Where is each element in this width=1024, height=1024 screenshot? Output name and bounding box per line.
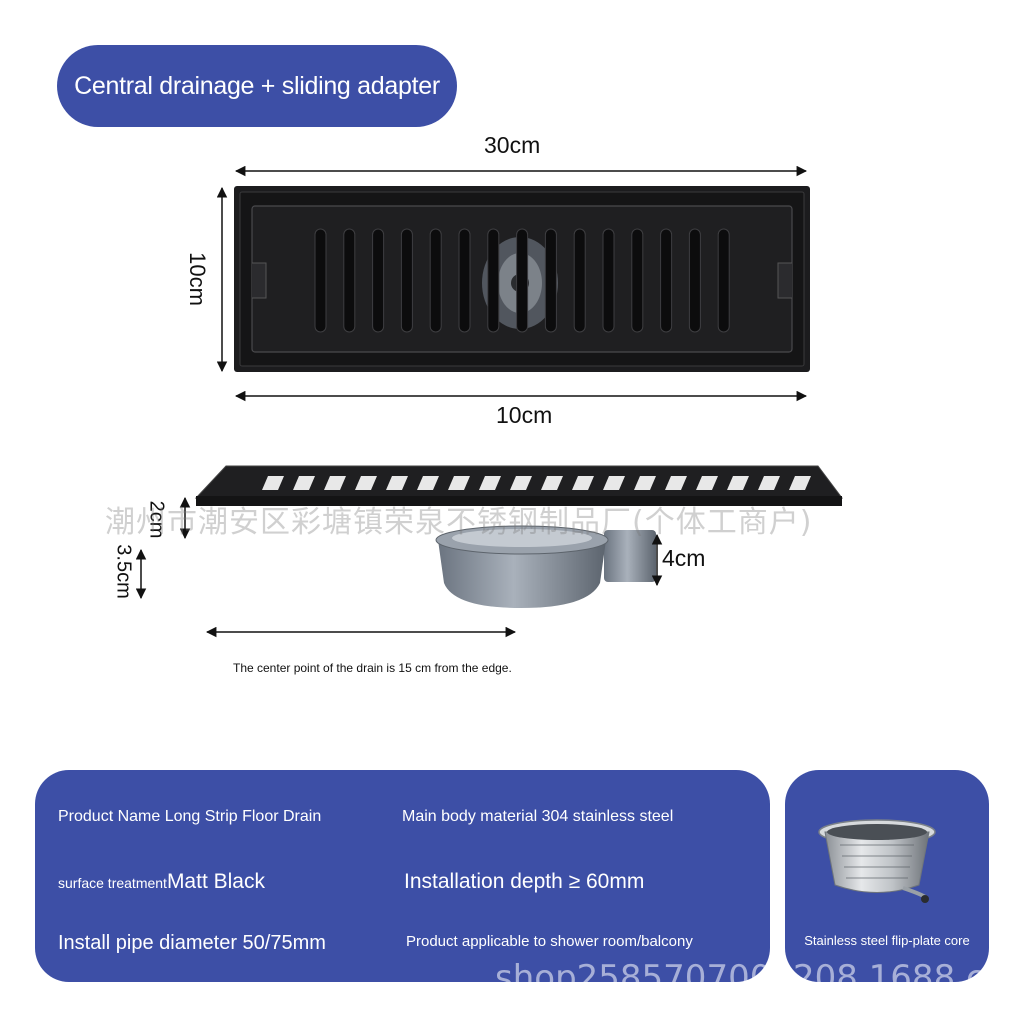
strainer-core-image (818, 819, 936, 903)
side-grate-slot (510, 476, 532, 490)
body-depth-label: 3.5cm (112, 544, 135, 599)
side-grate-slot (479, 476, 501, 490)
drain-top-view (234, 186, 810, 372)
spec-applicable: Product applicable to shower room/balcon… (406, 933, 693, 950)
side-grate-slot (324, 476, 346, 490)
side-grate-slot (727, 476, 749, 490)
grate-slot (544, 228, 557, 333)
drain-side-view (194, 465, 843, 608)
title-pill: Central drainage + sliding adapter (57, 45, 457, 127)
side-grate-slot (541, 476, 563, 490)
side-grate-slot (696, 476, 718, 490)
spec-pipe-diameter: Install pipe diameter 50/75mm (58, 932, 326, 954)
height-label: 10cm (184, 252, 210, 306)
core-caption: Stainless steel flip-plate core (804, 933, 970, 948)
grate-slot (717, 228, 730, 333)
side-grate-slot (789, 476, 811, 490)
side-grate-slot (758, 476, 780, 490)
watermark-text: 潮州市潮安区彩塘镇荣泉不锈钢制品厂(个体工商户) (105, 505, 813, 540)
grate-slot (458, 228, 471, 333)
grate-slot (429, 228, 442, 333)
spec-panel: Product Name Long Strip Floor Drain Main… (35, 770, 770, 982)
grate-slot (660, 228, 673, 333)
grate-slot (343, 228, 356, 333)
spec-install-depth: Installation depth ≥ 60mm (404, 870, 645, 893)
side-grate-slot (262, 476, 284, 490)
top-width-label: 30cm (484, 132, 541, 158)
side-grate-slot (417, 476, 439, 490)
spec-surface: surface treatmentMatt Black (58, 870, 265, 894)
page-title: Central drainage + sliding adapter (74, 71, 440, 100)
spec-surface-value: Matt Black (166, 870, 265, 893)
spec-product-name: Product Name Long Strip Floor Drain (58, 808, 322, 825)
side-grate-slot (603, 476, 625, 490)
side-grate-slot (293, 476, 315, 490)
grate-slot (372, 228, 385, 333)
side-grate-slot (386, 476, 408, 490)
side-grate-slot (355, 476, 377, 490)
grate-slot (400, 228, 413, 333)
shop-watermark: shop2585707002208.1688.com (495, 958, 1024, 998)
grate-slot (573, 228, 586, 333)
grate-slot (602, 228, 615, 333)
grate-slot (487, 228, 500, 333)
spec-material: Main body material 304 stainless steel (402, 808, 674, 825)
outlet-height-label: 4cm (662, 545, 706, 571)
side-grate-slot (634, 476, 656, 490)
center-note: The center point of the drain is 15 cm f… (233, 661, 512, 675)
grate-slot (314, 228, 327, 333)
grate-slot (688, 228, 701, 333)
side-grate-slot (665, 476, 687, 490)
grate-slot (631, 228, 644, 333)
grate-slot (516, 228, 529, 333)
spec-surface-label: surface treatment (58, 875, 167, 891)
core-panel: Stainless steel flip-plate core (785, 770, 989, 982)
side-grate-slot (448, 476, 470, 490)
side-grate-slot (572, 476, 594, 490)
bottom-width-label: 10cm (496, 402, 553, 428)
